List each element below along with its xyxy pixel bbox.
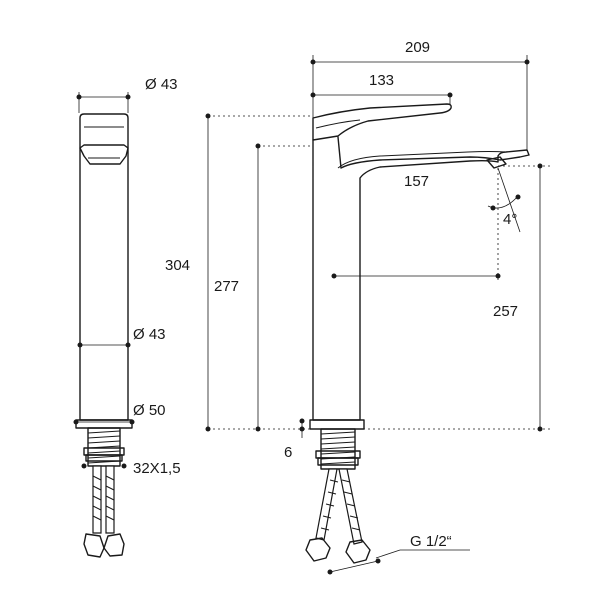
connection-label: G 1/2“ xyxy=(410,533,452,550)
thread-tick-right xyxy=(121,463,127,469)
body-diameter-tick-right xyxy=(125,342,131,348)
aerator xyxy=(486,156,507,169)
thread-label: 32X1,5 xyxy=(133,460,181,477)
handle-lever-side xyxy=(79,144,129,165)
handle-133-tick-left xyxy=(310,92,316,98)
height-dimensions: 304 277 xyxy=(165,113,550,432)
side-threaded-shank xyxy=(83,427,125,467)
body-diameter-label: Ø 43 xyxy=(133,326,166,343)
front-view: 209 133 157 4° 257 xyxy=(284,39,550,575)
front-base-plate xyxy=(309,419,365,430)
offset-6-label: 6 xyxy=(284,444,292,461)
spout-angle-line xyxy=(497,167,521,233)
side-body-outline xyxy=(79,113,129,421)
spout-ref-tick-right xyxy=(495,273,501,279)
front-shank-threads xyxy=(320,431,356,465)
offset-6-tick-top xyxy=(299,418,305,424)
reach-209-tick-left xyxy=(310,59,316,65)
connection-tick-right xyxy=(375,558,381,564)
shank-body xyxy=(87,427,121,467)
front-hose-nut-right xyxy=(345,539,371,564)
spout-top-edge xyxy=(337,151,507,169)
base-diameter-tick-left xyxy=(73,419,79,425)
spout-257-label: 257 xyxy=(493,303,518,320)
offset-6-tick-bottom xyxy=(299,426,305,432)
top-diameter-tick-left xyxy=(76,94,82,100)
base-diameter-label: Ø 50 xyxy=(133,402,166,419)
front-handle-lever xyxy=(312,103,452,141)
top-diameter-tick-right xyxy=(125,94,131,100)
connection-dim-line xyxy=(329,560,379,573)
front-hose-braiding xyxy=(320,479,361,531)
angle-arc xyxy=(487,195,519,209)
height-277-label: 277 xyxy=(214,278,239,295)
connection-tick-left xyxy=(327,569,333,575)
hose-nut-left xyxy=(83,533,105,558)
hose-nut-right xyxy=(103,533,125,557)
front-hose-nut-left xyxy=(305,537,331,562)
hose-right xyxy=(105,465,115,534)
angle-tick-left xyxy=(490,205,496,211)
hose-braiding xyxy=(92,475,115,521)
angle-label: 4° xyxy=(503,211,517,228)
body-diameter-tick-left xyxy=(77,342,83,348)
angle-tick-right xyxy=(515,194,521,200)
front-hose-right xyxy=(338,468,363,545)
handle-133-tick-right xyxy=(447,92,453,98)
thread-tick-left xyxy=(81,463,87,469)
spout-157-label: 157 xyxy=(404,173,429,190)
base-diameter-tick-right xyxy=(129,419,135,425)
side-view: Ø 43 Ø 43 Ø 50 32X1,5 xyxy=(73,76,181,558)
spout-257-tick-top xyxy=(537,163,543,169)
height-304-label: 304 xyxy=(165,257,190,274)
side-base-plate xyxy=(75,419,133,429)
reach-209-label: 209 xyxy=(405,39,430,56)
connection-leader xyxy=(375,549,401,559)
spout-ref-tick-left xyxy=(331,273,337,279)
front-handle-detail xyxy=(315,119,361,129)
front-threaded-shank xyxy=(315,428,361,470)
hose-left xyxy=(92,465,102,534)
reach-209-tick-right xyxy=(524,59,530,65)
handle-133-label: 133 xyxy=(369,72,394,89)
front-shank-washer xyxy=(317,457,359,466)
shank-washer xyxy=(85,454,123,462)
spout-257-tick-bottom xyxy=(537,426,543,432)
top-diameter-label: Ø 43 xyxy=(145,76,178,93)
shank-threads xyxy=(87,430,121,464)
front-body-spout xyxy=(312,136,530,421)
